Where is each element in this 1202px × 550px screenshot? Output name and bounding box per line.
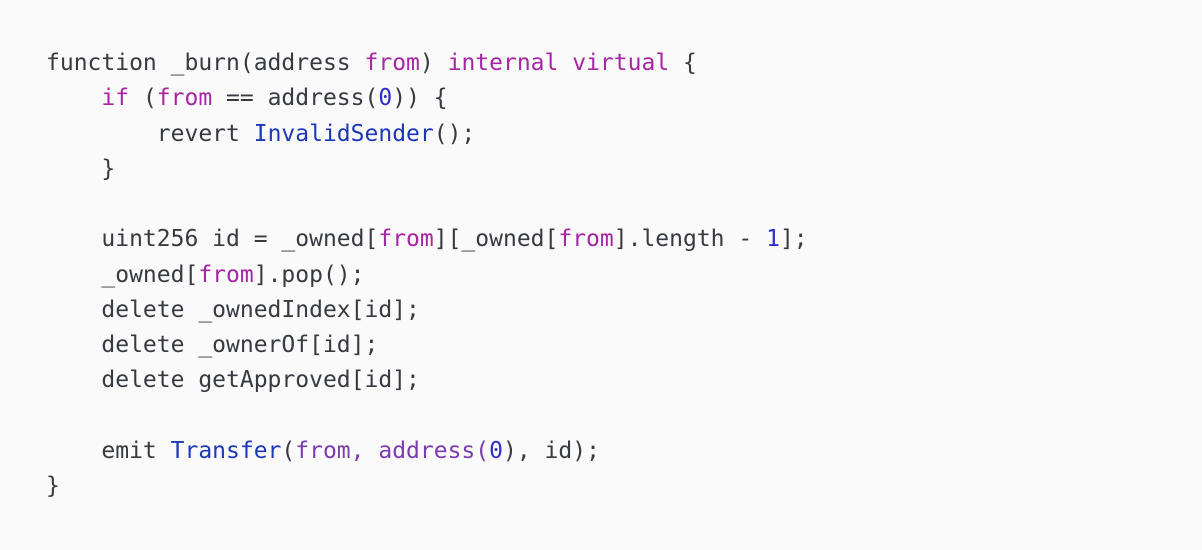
code-token-keyword: from: [558, 226, 614, 253]
code-token-plain: revert: [46, 120, 254, 147]
code-token-plain: ): [419, 50, 448, 76]
code-line: }: [46, 152, 1202, 187]
code-token-plain: delete _ownedIndex[id];: [46, 296, 420, 323]
code-line: emit Transfer(from, address(0), id);: [46, 434, 1202, 469]
code-token-function: InvalidSender: [253, 120, 434, 147]
code-token-number: 1: [766, 226, 780, 253]
code-line: delete _ownerOf[id];: [46, 328, 1202, 363]
code-token-plain: ].length -: [613, 226, 767, 253]
code-token-plain: delete getApproved[id];: [46, 367, 420, 394]
code-token-plain: ), id);: [503, 437, 600, 464]
code-token-plain: ();: [433, 120, 476, 147]
code-token-keyword: internal: [447, 50, 559, 76]
code-token-plain: {: [669, 50, 697, 76]
code-token-plain: [46, 85, 101, 111]
code-token-plain: )) {: [392, 85, 448, 112]
code-line: uint256 id = _owned[from][_owned[from].l…: [46, 222, 1202, 257]
code-token-keyword: from: [378, 226, 434, 253]
code-token-plain: delete _ownerOf[id];: [46, 332, 379, 358]
code-token-plain: function _burn(address: [46, 50, 365, 76]
code-token-number: 0: [489, 437, 503, 464]
code-token-keyword: from: [198, 261, 254, 288]
code-token-plain: (: [281, 437, 296, 464]
code-token-plain: == address(: [212, 85, 379, 112]
code-token-plain: }: [46, 155, 116, 182]
code-token-plain: _owned[: [46, 261, 199, 288]
code-token-keyword: from: [364, 50, 420, 76]
code-line: if (from == address(0)) {: [46, 81, 1202, 116]
code-token-function: Transfer: [170, 437, 282, 464]
code-token-plain: ][_owned[: [433, 226, 559, 253]
code-token-keyword: from: [156, 85, 213, 112]
code-token-plain: ].pop();: [253, 261, 365, 288]
code-line: delete _ownedIndex[id];: [46, 293, 1202, 328]
code-token-number: 0: [378, 85, 393, 112]
code-token-plain: uint256 id = _owned[: [46, 226, 379, 253]
code-token-plain: [558, 50, 572, 76]
code-line: function _burn(address from) internal vi…: [46, 46, 1202, 81]
code-token-keyword: virtual: [572, 50, 670, 76]
code-line: }: [46, 469, 1202, 504]
code-token-keyword: if: [101, 85, 130, 112]
code-line: _owned[from].pop();: [46, 258, 1202, 293]
code-token-plain: (: [129, 85, 157, 112]
code-token-plain: }: [46, 473, 60, 499]
code-line: revert InvalidSender();: [46, 117, 1202, 152]
code-token-event_args: from, address(: [295, 437, 490, 464]
code-token-plain: emit: [46, 437, 171, 464]
code-line: [46, 399, 1202, 434]
code-line: [46, 187, 1202, 222]
code-token-plain: ];: [779, 226, 808, 253]
code-line: delete getApproved[id];: [46, 363, 1202, 398]
